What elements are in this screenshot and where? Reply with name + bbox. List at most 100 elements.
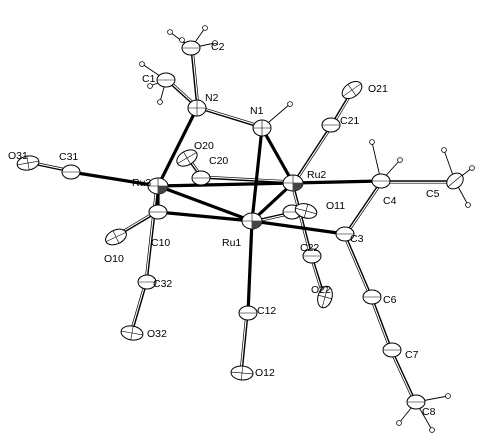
atom-n2 xyxy=(187,99,207,117)
atom-label-o22: O22 xyxy=(311,284,331,296)
hydrogen-atom xyxy=(179,37,185,43)
atom-label-c31: C31 xyxy=(59,151,78,163)
hydrogen-atom xyxy=(147,83,153,89)
atom-o20 xyxy=(176,149,198,167)
bond-N1-N2 xyxy=(196,107,263,129)
atom-label-c3: C3 xyxy=(350,233,364,245)
atom-c5 xyxy=(446,172,464,190)
hydrogen-atom xyxy=(441,147,447,153)
bond-Ru3-C32 xyxy=(146,185,159,283)
bond-C3-C4 xyxy=(344,180,382,235)
atom-label-o20: O20 xyxy=(194,140,214,152)
bond-C6-C7 xyxy=(371,296,393,351)
hydrogen-atom xyxy=(202,25,208,31)
labels-layer: Ru1Ru2Ru3N1N2C1C2C3C4C5C6C7C8C10O10O11C1… xyxy=(8,41,440,418)
atom-c4 xyxy=(371,173,391,189)
bond-C3-C6 xyxy=(344,233,373,298)
atom-o11 xyxy=(294,203,318,219)
atom-label-c6: C6 xyxy=(383,294,397,306)
bond-outline-Ru3-C32 xyxy=(144,185,157,282)
bond-outline-C3-C6 xyxy=(342,234,371,299)
atom-o12 xyxy=(230,365,254,381)
hydrogen-atom xyxy=(469,165,475,171)
atom-label-ru1: Ru1 xyxy=(222,237,241,249)
atom-label-c2: C2 xyxy=(211,41,225,53)
atom-o32 xyxy=(120,325,144,341)
bond-C12-O12 xyxy=(241,312,249,374)
hydrogen-atom xyxy=(396,420,402,426)
bond-outline-C6-C7 xyxy=(369,297,391,351)
atom-ru1 xyxy=(241,212,263,230)
atom-label-c20: C20 xyxy=(209,155,228,167)
atom-label-n1: N1 xyxy=(250,105,264,117)
hydrogen-atom xyxy=(212,40,218,46)
bond-outline-N2-C2 xyxy=(192,47,200,108)
bond-C7-C8 xyxy=(391,349,417,403)
atom-c3 xyxy=(335,226,355,242)
hydrogen-atom xyxy=(167,29,173,35)
atom-ru3 xyxy=(147,177,169,195)
atom-c8 xyxy=(406,394,426,410)
atom-c6 xyxy=(362,289,382,305)
atom-label-o11: O11 xyxy=(326,200,345,212)
bond-Ru1-N1 xyxy=(250,126,264,223)
hydrogen-atom xyxy=(157,99,163,105)
atom-o31 xyxy=(16,155,40,171)
atom-label-c22: C22 xyxy=(300,242,319,254)
bond-outline-Ru2-C20 xyxy=(201,175,294,182)
atom-c31 xyxy=(61,164,81,180)
bond-C32-O32 xyxy=(131,281,148,334)
atom-c10 xyxy=(148,204,168,220)
bond-outline-C7-C8 xyxy=(389,350,415,404)
hydrogen-atom xyxy=(397,157,403,163)
atom-c1 xyxy=(156,72,176,88)
bond-Ru1-C10 xyxy=(156,210,254,223)
atom-label-c10: C10 xyxy=(151,237,170,249)
hydrogen-atom xyxy=(445,393,451,399)
atom-c12 xyxy=(238,305,258,321)
atom-label-o32: O32 xyxy=(147,328,167,340)
bond-Ru1-Ru3 xyxy=(156,184,254,223)
bond-outline-Ru2-C21 xyxy=(294,126,334,185)
atom-ru2 xyxy=(282,174,304,192)
bond-outline-N1-N2 xyxy=(197,105,263,127)
atoms-layer xyxy=(16,40,464,410)
atom-o22 xyxy=(317,285,333,309)
hydrogen-atom xyxy=(429,427,435,433)
atom-label-o12: O12 xyxy=(255,367,275,379)
bond-Ru3-N2 xyxy=(156,106,199,188)
atom-label-c5: C5 xyxy=(426,188,440,200)
bond-N2-C2 xyxy=(190,47,198,109)
atom-label-c12: C12 xyxy=(257,305,276,317)
bond-Ru2-C20 xyxy=(200,177,294,184)
bond-Ru2-C21 xyxy=(292,124,332,184)
atom-label-c8: C8 xyxy=(422,406,436,418)
atom-c32 xyxy=(137,274,157,290)
atom-label-c21: C21 xyxy=(340,115,359,127)
hydrogen-atom xyxy=(369,139,375,145)
atom-label-c32: C32 xyxy=(153,278,172,290)
bond-outline-C3-C4 xyxy=(346,182,384,236)
atom-label-ru3: Ru3 xyxy=(132,177,151,189)
atom-label-ru2: Ru2 xyxy=(307,169,326,181)
atom-o10 xyxy=(105,228,127,246)
bond-Ru1-C3 xyxy=(250,219,347,236)
atom-n1 xyxy=(252,119,272,137)
bond-Ru2-N1 xyxy=(260,126,295,185)
hydrogen-atom xyxy=(465,202,471,208)
bond-Ru2-Ru3 xyxy=(156,181,295,188)
hydrogen-atom xyxy=(139,61,145,67)
bond-outline-Ru2-C22 xyxy=(290,183,311,257)
atom-label-n2: N2 xyxy=(205,92,219,104)
atom-c20 xyxy=(191,170,211,186)
atom-label-c7: C7 xyxy=(405,349,419,361)
bond-Ru2-C4 xyxy=(291,179,383,185)
bond-outline-C12-O12 xyxy=(239,312,247,373)
hydrogen-atom xyxy=(287,101,293,107)
atom-c22 xyxy=(302,248,322,264)
atom-c2 xyxy=(181,40,201,56)
atom-label-c4: C4 xyxy=(383,195,397,207)
atom-c7 xyxy=(382,342,402,358)
atom-label-c1: C1 xyxy=(142,73,156,85)
